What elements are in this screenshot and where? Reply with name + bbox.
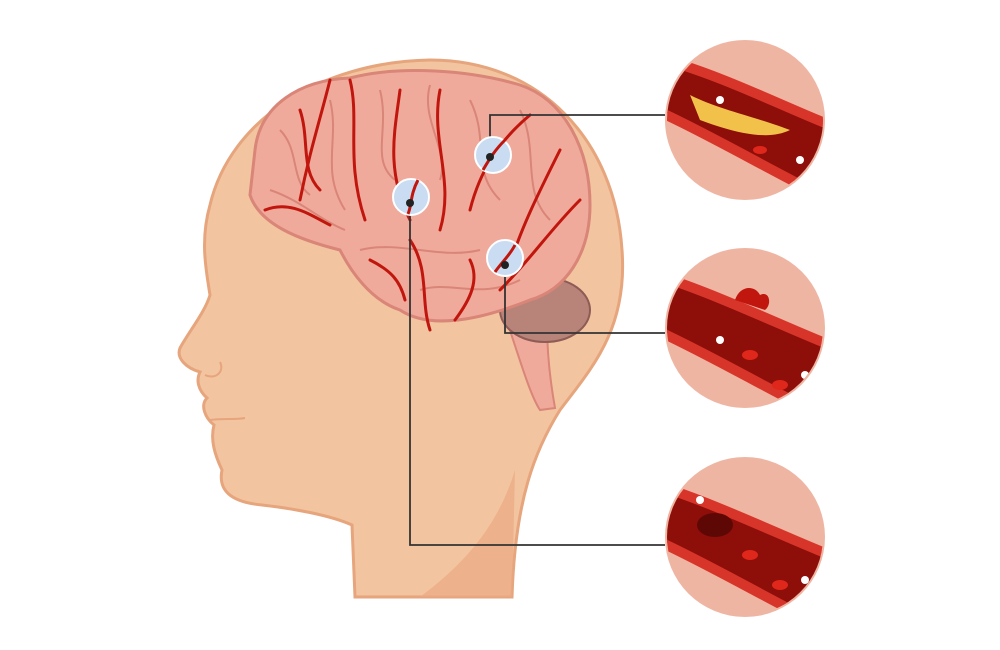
marker-left [392, 178, 430, 216]
callout-clot [665, 457, 825, 617]
leader-line-bottom [409, 203, 665, 546]
marker-top [474, 136, 512, 174]
ear-line [204, 361, 223, 378]
marker-bottom [486, 239, 524, 277]
neck-shadow [420, 470, 515, 597]
lips-line [209, 417, 246, 421]
callout-hemorrhage [665, 248, 825, 408]
leader-line-middle [504, 265, 665, 334]
callout-plaque [665, 40, 825, 200]
